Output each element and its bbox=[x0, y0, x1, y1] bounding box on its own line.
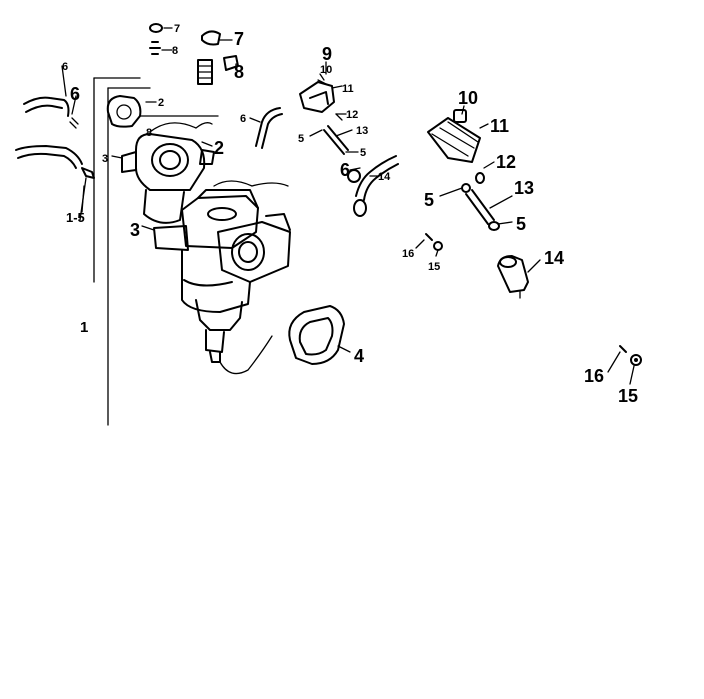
callout-3-big: 3 bbox=[130, 220, 140, 240]
callout-13-b: 13 bbox=[514, 178, 534, 198]
callout-14-b: 14 bbox=[544, 248, 564, 268]
callout-6-b: 6 bbox=[70, 84, 80, 104]
callout-7-b: 7 bbox=[234, 29, 244, 49]
callout-11-b: 11 bbox=[490, 116, 509, 136]
gasket-large bbox=[288, 305, 345, 365]
callout-12-a: 12 bbox=[346, 109, 358, 121]
callout-11-a: 11 bbox=[342, 83, 354, 95]
callout-5-d: 5 bbox=[516, 214, 526, 234]
callout-1: 1 bbox=[80, 319, 88, 336]
callout-1-5: 1-5 bbox=[66, 210, 85, 225]
callout-6-c: 6 bbox=[240, 113, 246, 125]
callouts: 6 6 1-5 1 2 7 8 7 8 8 3 2 3 4 6 9 10 11 … bbox=[62, 23, 638, 406]
callout-15-a: 15 bbox=[428, 261, 440, 273]
callout-9: 9 bbox=[322, 44, 332, 64]
callout-14-a: 14 bbox=[378, 171, 391, 183]
callout-12-b: 12 bbox=[496, 152, 516, 172]
callout-8-c: 8 bbox=[146, 127, 152, 139]
callout-10-a: 10 bbox=[320, 64, 332, 76]
fuel-filter bbox=[497, 255, 529, 299]
leader-lines bbox=[61, 27, 635, 385]
bracket-1 bbox=[93, 77, 219, 426]
callout-4: 4 bbox=[354, 346, 364, 366]
callout-8-a: 8 bbox=[172, 45, 178, 57]
callout-6-d: 6 bbox=[340, 160, 350, 180]
callout-13-a: 13 bbox=[356, 125, 368, 137]
fuel-hose-middle bbox=[255, 107, 283, 149]
callout-16-b: 16 bbox=[584, 366, 604, 386]
callout-3-small: 3 bbox=[102, 153, 108, 165]
small-parts-top bbox=[149, 23, 239, 85]
callout-16-a: 16 bbox=[402, 248, 414, 260]
callout-5-a: 5 bbox=[298, 133, 304, 145]
callout-5-c: 5 bbox=[424, 190, 434, 210]
carburetor-main bbox=[153, 180, 291, 375]
callout-8-b: 8 bbox=[234, 62, 244, 82]
callout-6-a: 6 bbox=[62, 61, 68, 73]
carburetor-upper bbox=[121, 122, 215, 224]
callout-15-b: 15 bbox=[618, 386, 638, 406]
choke-linkage-right bbox=[427, 109, 500, 231]
screw-set-large bbox=[619, 345, 642, 366]
callout-2-big: 2 bbox=[214, 138, 224, 158]
callout-10-b: 10 bbox=[458, 88, 478, 108]
gasket-small bbox=[106, 95, 142, 128]
choke-linkage-middle bbox=[299, 73, 399, 217]
callout-2-small: 2 bbox=[158, 97, 164, 109]
callout-5-b: 5 bbox=[360, 147, 366, 159]
callout-7-a: 7 bbox=[174, 23, 180, 35]
